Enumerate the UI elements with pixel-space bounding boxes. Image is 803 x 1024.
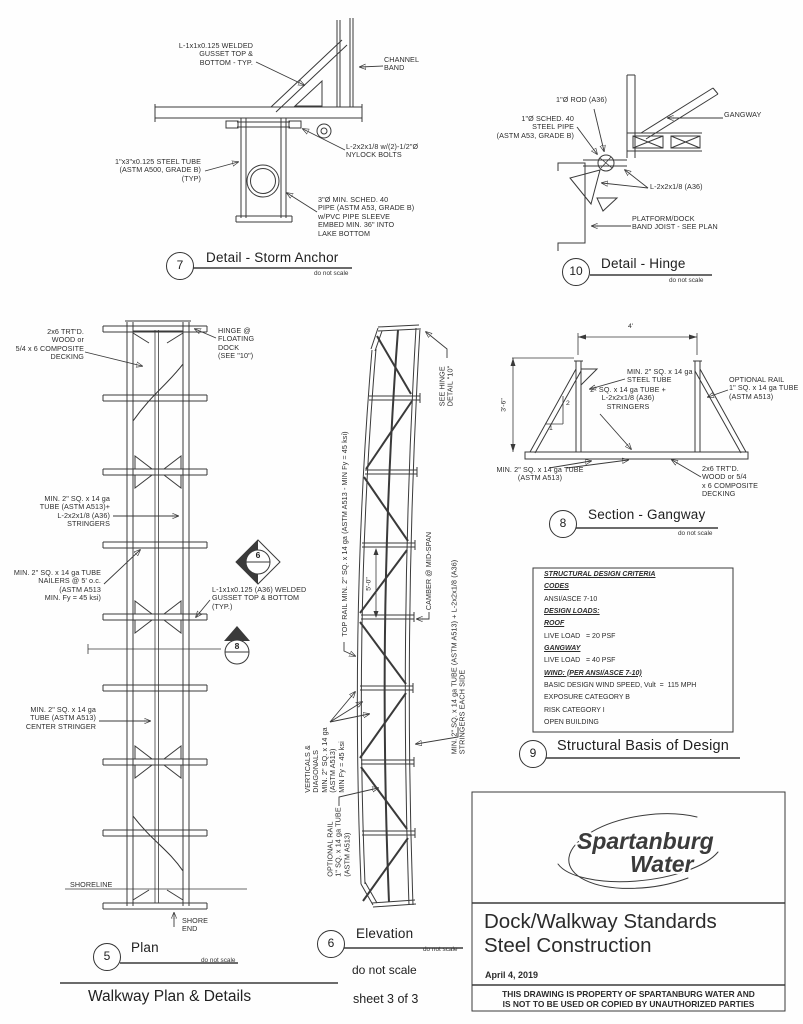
document-date: April 4, 2019 [485, 970, 539, 980]
label-plan-hinge: HINGE @ FLOATING DOCK (SEE "10") [218, 326, 255, 361]
label-plan-stringers: MIN. 2" SQ. x 14 ga TUBE (ASTM A513)+ L-… [39, 494, 110, 529]
sheet-number: sheet 3 of 3 [353, 992, 419, 1006]
walkway-plan-drawing [65, 320, 281, 964]
criteria-line: DESIGN LOADS: [544, 608, 600, 616]
label-gangway: GANGWAY [724, 110, 762, 119]
criteria-line: CODES [544, 583, 569, 591]
label-nylock-bolts: L-2x2x1/8 w/(2)-1/2"Ø NYLOCK BOLTS [346, 142, 419, 160]
label-anchor-pipe: 3"Ø MIN. SCHED. 40 PIPE (ASTM A53, GRADE… [318, 195, 415, 238]
detail-5-scale-note: do not scale [201, 957, 236, 964]
detail-8-bubble: 8 [549, 510, 577, 538]
label-hinge-angle: L-2x2x1/8 (A36) [650, 182, 703, 191]
label-welded-gusset: L-1x1x0.125 WELDED GUSSET TOP & BOTTOM -… [178, 41, 253, 67]
label-see-hinge: SEE HINGE DETAIL "10" [437, 365, 455, 407]
detail-7-title: Detail - Storm Anchor [206, 250, 339, 265]
structural-design-criteria: STRUCTURAL DESIGN CRITERIA CODES ANSI/AS… [544, 571, 726, 731]
criteria-line: GANGWAY [544, 645, 581, 653]
criteria-line: EXPOSURE CATEGORY B [544, 694, 630, 702]
storm-anchor-drawing [154, 18, 384, 269]
criteria-line: RISK CATEGORY I [544, 706, 605, 714]
document-title: Dock/Walkway Standards Steel Constructio… [484, 910, 717, 957]
label-hinge-pipe: 1"Ø SCHED. 40 STEEL PIPE (ASTM A53, GRAD… [496, 114, 574, 140]
do-not-scale-note: do not scale [352, 963, 417, 977]
walkway-elevation-drawing [329, 324, 463, 949]
criteria-line: WIND: (PER ANSI/ASCE 7-10) [544, 669, 642, 677]
slope-run: 1 [549, 425, 553, 432]
detail-10-scale-note: do not scale [669, 277, 704, 284]
gangway-section-drawing [510, 333, 749, 529]
label-channel-band: CHANNEL BAND [384, 55, 420, 73]
section-marker-6: 6 [255, 550, 261, 560]
label-top-rail: TOP RAIL MIN. 2" SQ. x 14 ga (ASTM A513 … [339, 431, 349, 637]
detail-10-title: Detail - Hinge [601, 256, 686, 271]
disclaimer-text: THIS DRAWING IS PROPERTY OF SPARTANBURG … [502, 989, 755, 1010]
label-platform-band: PLATFORM/DOCK BAND JOIST - SEE PLAN [632, 214, 718, 232]
detail-6-title: Elevation [356, 926, 414, 941]
label-section-optional-rail: OPTIONAL RAIL 1" SQ. x 14 ga TUBE (ASTM … [729, 375, 799, 401]
label-plan-nailers: MIN. 2" SQ. x 14 ga TUBE NAILERS @ 5' o.… [13, 568, 101, 603]
label-steel-tube: 1"x3"x0.125 STEEL TUBE (ASTM A500, GRADE… [114, 157, 201, 183]
criteria-line: LIVE LOAD = 40 PSF [544, 657, 616, 665]
logo-text-top: Spartanburg [577, 828, 714, 854]
label-stringers-each-side: MIN. 2" SQ. x 14 ga TUBE (ASTM A513) + L… [449, 559, 467, 755]
detail-5-bubble: 5 [93, 943, 121, 971]
logo-text-bottom: Water [630, 851, 695, 877]
label-shoreline: SHORELINE [70, 880, 113, 889]
label-optional-rail-elev: OPTIONAL RAIL 1" SQ. x 14 ga TUBE (ASTM … [325, 807, 352, 877]
label-section-steel-tube: MIN. 2" SQ. x 14 ga STEEL TUBE [627, 367, 693, 385]
detail-7-scale-note: do not scale [314, 270, 349, 277]
label-verticals-diagonals: VERTICALS & DIAGONALS MIN. 2" SQ. x 14 g… [302, 727, 346, 793]
label-section-decking: 2x6 TRT'D. WOOD or 5/4 x 6 COMPOSITE DEC… [702, 464, 759, 499]
label-camber: CAMBER @ MID-SPAN [423, 531, 433, 611]
criteria-line: OPEN BUILDING [544, 719, 599, 727]
criteria-line: ROOF [544, 620, 565, 628]
detail-9-title: Structural Basis of Design [557, 738, 730, 754]
detail-7-bubble: 7 [166, 252, 194, 280]
hinge-drawing [557, 74, 723, 276]
dim-height-3-6: 3'-6" [500, 398, 508, 412]
detail-8-scale-note: do not scale [678, 530, 713, 537]
title-block-frame [471, 791, 786, 1012]
section-marker-8: 8 [234, 641, 240, 651]
dim-panel-5ft: 5'-0" [365, 577, 373, 591]
slope-rise: 2 [566, 400, 570, 407]
spartanburg-water-logo: Spartanburg Water [557, 813, 719, 889]
detail-8-title: Section - Gangway [588, 507, 706, 522]
detail-9-bubble: 9 [519, 740, 547, 768]
dim-width-4ft: 4' [628, 323, 634, 330]
label-rod: 1"Ø ROD (A36) [556, 95, 607, 104]
label-shore-end: SHORE END [182, 916, 209, 934]
label-section-stringers: 2" SQ. x 14 ga TUBE + L-2x2x1/8 (A36) ST… [590, 385, 666, 411]
detail-5-title: Plan [131, 940, 159, 955]
label-plan-decking: 2x6 TRT'D. WOOD or 5/4 x 6 COMPOSITE DEC… [15, 327, 84, 362]
criteria-line: STRUCTURAL DESIGN CRITERIA [544, 571, 656, 578]
sheet-footer-title: Walkway Plan & Details [88, 988, 252, 1005]
criteria-line: BASIC DESIGN WIND SPEED, Vult = 115 MPH [544, 682, 697, 690]
design-criteria-box [532, 567, 740, 759]
label-center-stringer: MIN. 2" SQ. x 14 ga TUBE (ASTM A513) CEN… [25, 705, 96, 731]
label-plan-gusset: L-1x1x0.125 (A36) WELDED GUSSET TOP & BO… [212, 585, 307, 611]
detail-6-scale-note: do not scale [423, 946, 458, 953]
criteria-line: ANSI/ASCE 7-10 [544, 595, 598, 603]
detail-6-bubble: 6 [317, 930, 345, 958]
criteria-line: LIVE LOAD = 20 PSF [544, 632, 616, 640]
label-section-tube: MIN. 2" SQ. x 14 ga TUBE (ASTM A513) [496, 465, 584, 483]
detail-10-bubble: 10 [562, 258, 590, 286]
